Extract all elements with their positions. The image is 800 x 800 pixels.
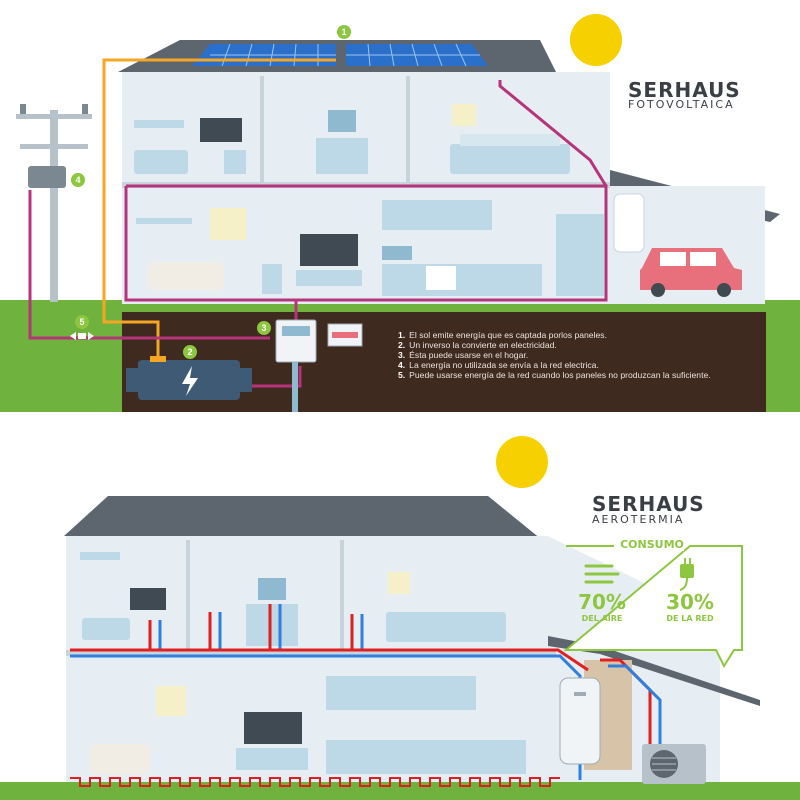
car-icon — [640, 248, 742, 297]
marker-4 — [71, 173, 85, 187]
water-heater-icon — [559, 677, 601, 765]
brand-logo-bottom: SERHAUS — [592, 492, 705, 516]
heating-pipes — [70, 604, 662, 780]
marker-1 — [337, 25, 351, 39]
underfloor-heating — [70, 777, 560, 787]
bidirectional-arrows-icon — [70, 332, 94, 340]
air-percentage: 70% — [578, 590, 626, 614]
transformer-icon — [28, 166, 66, 188]
lower-floor-furniture — [136, 200, 604, 296]
marker-2 — [183, 345, 197, 359]
grid-percentage: 30% — [666, 590, 714, 614]
solar-wire — [102, 58, 336, 358]
utility-pole-icon — [16, 104, 92, 302]
grid-label: DE LA RED — [666, 614, 714, 623]
step-item: 5.Puede usarse energía de la red cuando … — [398, 370, 711, 380]
photovoltaic-steps: 1.El sol emite energía que es captada po… — [398, 330, 718, 380]
house-circuit-wire — [28, 80, 608, 388]
water-heater-icon — [613, 193, 645, 253]
lightning-icon — [182, 366, 198, 396]
brand-subtitle-bottom: AEROTERMIA — [592, 513, 685, 526]
heat-pump-icon — [642, 744, 706, 784]
brand-subtitle-top: FOTOVOLTAICA — [628, 98, 735, 111]
wind-icon — [584, 564, 620, 584]
plug-icon — [679, 558, 694, 591]
garage-roof — [548, 636, 760, 706]
air-label: DEL AIRE — [581, 614, 623, 623]
fuse-box-icon — [327, 323, 363, 347]
sun-icon — [496, 436, 548, 488]
marker-2-label: 2 — [187, 347, 192, 357]
marker-5 — [75, 315, 89, 329]
consumo-bubble — [563, 545, 743, 669]
step-item: 2.Un inverso la convierte en electricida… — [398, 340, 557, 350]
brand-logo-top: SERHAUS — [628, 78, 741, 102]
sun-icon — [570, 14, 622, 66]
step-item: 4.La energía no utilizada se envía a la … — [398, 360, 599, 370]
roof — [64, 496, 552, 548]
marker-5-label: 5 — [79, 317, 84, 327]
marker-3-label: 3 — [261, 323, 266, 333]
roof — [118, 40, 556, 72]
marker-3 — [257, 321, 271, 335]
marker-4-label: 4 — [75, 175, 80, 185]
solar-panel-icon — [192, 43, 488, 67]
step-item: 1.El sol emite energía que es captada po… — [398, 330, 607, 340]
upper-floor-furniture — [134, 104, 570, 174]
house-wall — [66, 536, 720, 790]
step-item: 3.Ésta puede usarse en el hogar. — [398, 350, 529, 360]
consumo-title: CONSUMO — [620, 538, 684, 551]
marker-1-label: 1 — [341, 27, 346, 37]
